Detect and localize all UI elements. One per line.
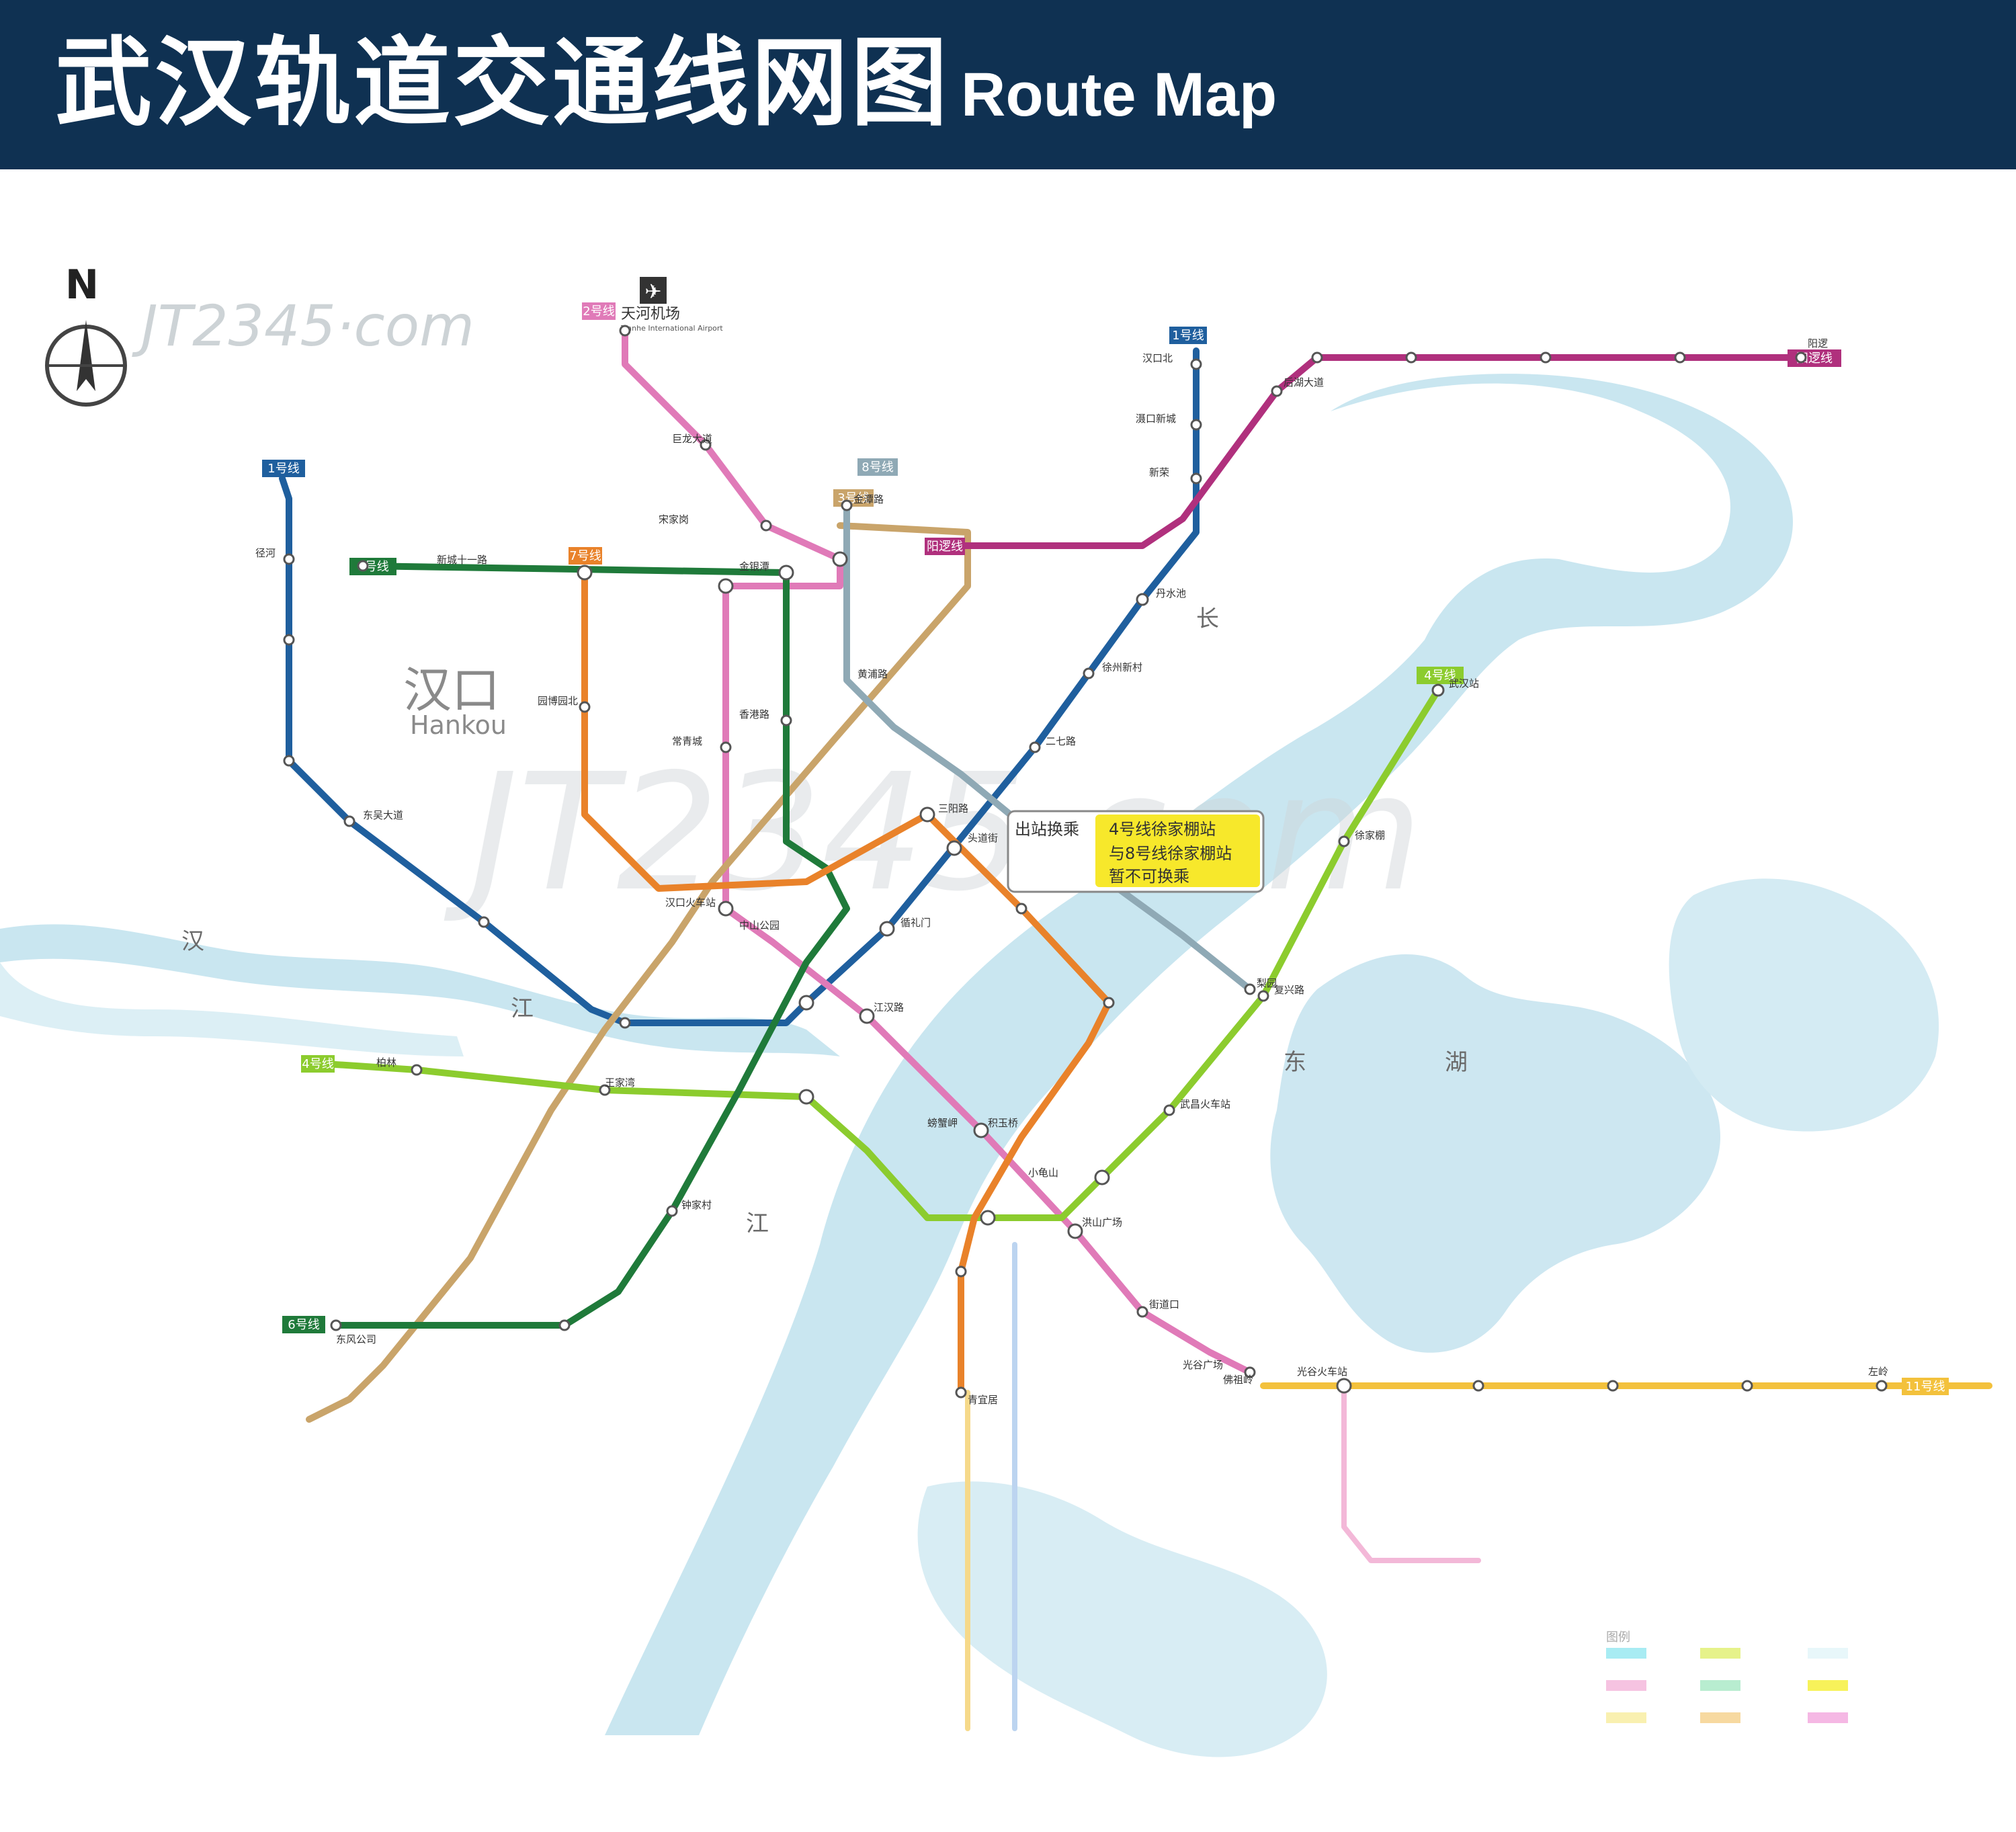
- svg-text:4号线: 4号线: [1424, 669, 1456, 683]
- svg-text:园博园北: 园博园北: [538, 695, 578, 707]
- svg-text:香港路: 香港路: [739, 708, 769, 720]
- svg-text:后湖大道: 后湖大道: [1284, 376, 1324, 388]
- svg-text:阳逻线: 阳逻线: [927, 540, 963, 554]
- map-subtitle: Route Map: [961, 60, 1277, 129]
- svg-text:左岭: 左岭: [1868, 1366, 1888, 1378]
- svg-text:螃蟹岬: 螃蟹岬: [927, 1117, 958, 1129]
- east-lake: [1270, 954, 1720, 1353]
- svg-text:循礼门: 循礼门: [900, 917, 931, 929]
- watermark-large: JT2345·com: [444, 739, 1423, 927]
- svg-text:与8号线徐家棚站: 与8号线徐家棚站: [1109, 844, 1232, 863]
- svg-text:7号线: 7号线: [569, 549, 601, 563]
- svg-text:暂不可换乘: 暂不可换乘: [1109, 867, 1189, 886]
- svg-text:徐家棚: 徐家棚: [1355, 829, 1385, 841]
- svg-text:积玉桥: 积玉桥: [988, 1117, 1018, 1129]
- lower-lake: [917, 1481, 1327, 1757]
- watermark: JT2345·com: [132, 293, 474, 359]
- svg-text:长: 长: [1196, 606, 1219, 632]
- han-river-lower: [0, 962, 464, 1056]
- svg-text:钟家村: 钟家村: [681, 1199, 712, 1211]
- svg-text:湖: 湖: [1445, 1049, 1468, 1076]
- svg-text:汉口火车站: 汉口火车站: [665, 897, 716, 909]
- svg-text:宋家岗: 宋家岗: [659, 513, 689, 526]
- north-label: N: [65, 261, 99, 308]
- svg-text:4号线: 4号线: [302, 1057, 333, 1071]
- svg-text:2号线: 2号线: [583, 304, 614, 319]
- airport-marker: ✈ 天河机场 Tianhe International Airport: [620, 277, 723, 333]
- svg-text:佛祖岭: 佛祖岭: [1223, 1374, 1253, 1386]
- svg-text:头道街: 头道街: [968, 832, 998, 844]
- svg-text:常青城: 常青城: [672, 735, 702, 747]
- svg-text:街道口: 街道口: [1149, 1298, 1179, 1310]
- line-7-path[interactable]: [581, 569, 1112, 1396]
- station-labels: 汉口北 滠口新城 新荣 丹水池 徐州新村 二七路 头道街 循礼门 东吴大道 径河…: [255, 337, 1888, 1406]
- svg-text:光谷火车站: 光谷火车站: [1297, 1366, 1347, 1378]
- svg-text:径河: 径河: [255, 547, 276, 559]
- yangtze-river: [605, 374, 1793, 1735]
- metro-lines: [279, 327, 1992, 1731]
- svg-text:江汉路: 江汉路: [874, 1001, 904, 1013]
- district-hankou: 汉口: [403, 662, 500, 718]
- river-labels: 长 江 汉 江 东 湖: [181, 606, 1468, 1237]
- svg-text:徐州新村: 徐州新村: [1102, 661, 1142, 673]
- line-8-path[interactable]: [843, 502, 1253, 993]
- svg-text:4号线徐家棚站: 4号线徐家棚站: [1109, 820, 1216, 839]
- east-lake-2: [1669, 878, 1939, 1132]
- svg-text:黄浦路: 黄浦路: [857, 668, 888, 680]
- north-compass: N: [45, 261, 127, 407]
- svg-text:丹水池: 丹水池: [1156, 587, 1186, 599]
- svg-text:11号线: 11号线: [1906, 1380, 1945, 1394]
- svg-text:武汉站: 武汉站: [1449, 677, 1479, 690]
- svg-text:东: 东: [1284, 1049, 1306, 1076]
- legend: 图例: [1606, 1630, 1848, 1723]
- svg-text:滠口新城: 滠口新城: [1136, 413, 1176, 425]
- title-bar: 武汉轨道交通线网图 Route Map: [0, 0, 2016, 169]
- svg-text:柏林: 柏林: [376, 1056, 396, 1069]
- svg-text:王家湾: 王家湾: [605, 1077, 635, 1089]
- svg-text:新荣: 新荣: [1149, 466, 1169, 478]
- svg-text:三阳路: 三阳路: [938, 802, 968, 815]
- line-3-path[interactable]: [306, 522, 971, 1423]
- svg-text:新城十一路: 新城十一路: [437, 554, 487, 566]
- svg-text:金银潭: 金银潭: [739, 560, 769, 573]
- route-map[interactable]: N JT2345·com JT2345·com ✈ 天河机场 Tianhe In…: [0, 169, 2016, 1829]
- line-badges: 2号线 1号线 1号线 6号线 7号线 8号线 3号线 阳逻线 阳逻线 4号线 …: [262, 302, 1949, 1395]
- svg-text:二七路: 二七路: [1046, 735, 1076, 747]
- svg-text:东风公司: 东风公司: [336, 1333, 376, 1345]
- svg-text:中山公园: 中山公园: [739, 919, 780, 931]
- district-hankou-en: Hankou: [410, 710, 507, 740]
- svg-text:图例: 图例: [1606, 1630, 1630, 1644]
- svg-text:洪山广场: 洪山广场: [1082, 1216, 1122, 1229]
- airport-name: 天河机场: [621, 306, 680, 323]
- svg-text:汉口北: 汉口北: [1142, 352, 1173, 364]
- svg-text:1号线: 1号线: [267, 462, 299, 476]
- svg-text:青宜居: 青宜居: [968, 1394, 998, 1406]
- svg-text:阳逻: 阳逻: [1808, 337, 1828, 349]
- station-dots: [283, 325, 1888, 1399]
- svg-text:8号线: 8号线: [862, 460, 893, 474]
- line-21-path[interactable]: [958, 354, 1831, 549]
- svg-text:光谷广场: 光谷广场: [1183, 1359, 1223, 1371]
- svg-text:6号线: 6号线: [288, 1318, 319, 1332]
- line-1-path[interactable]: [279, 347, 1200, 1026]
- svg-text:江: 江: [746, 1210, 769, 1237]
- map-title: 武汉轨道交通线网图: [55, 26, 951, 139]
- svg-text:✈: ✈: [644, 280, 661, 304]
- transfer-notice: 出站换乘 4号线徐家棚站 与8号线徐家棚站 暂不可换乘: [1007, 810, 1265, 893]
- svg-text:东吴大道: 东吴大道: [363, 809, 403, 821]
- svg-text:复兴路: 复兴路: [1274, 984, 1304, 996]
- line-pink-ext: [1341, 1390, 1481, 1563]
- svg-text:金潭路: 金潭路: [853, 493, 884, 505]
- svg-text:江: 江: [511, 995, 534, 1022]
- svg-text:出站换乘: 出站换乘: [1015, 820, 1079, 839]
- svg-text:1号线: 1号线: [1172, 329, 1204, 343]
- line-6-path[interactable]: [333, 563, 850, 1329]
- svg-text:武昌火车站: 武昌火车站: [1180, 1098, 1230, 1110]
- svg-text:梨园: 梨园: [1257, 977, 1277, 989]
- airport-name-en: Tianhe International Airport: [620, 324, 723, 333]
- svg-text:小龟山: 小龟山: [1028, 1167, 1058, 1179]
- svg-text:汉: 汉: [181, 928, 204, 955]
- svg-text:巨龙大道: 巨龙大道: [672, 433, 712, 445]
